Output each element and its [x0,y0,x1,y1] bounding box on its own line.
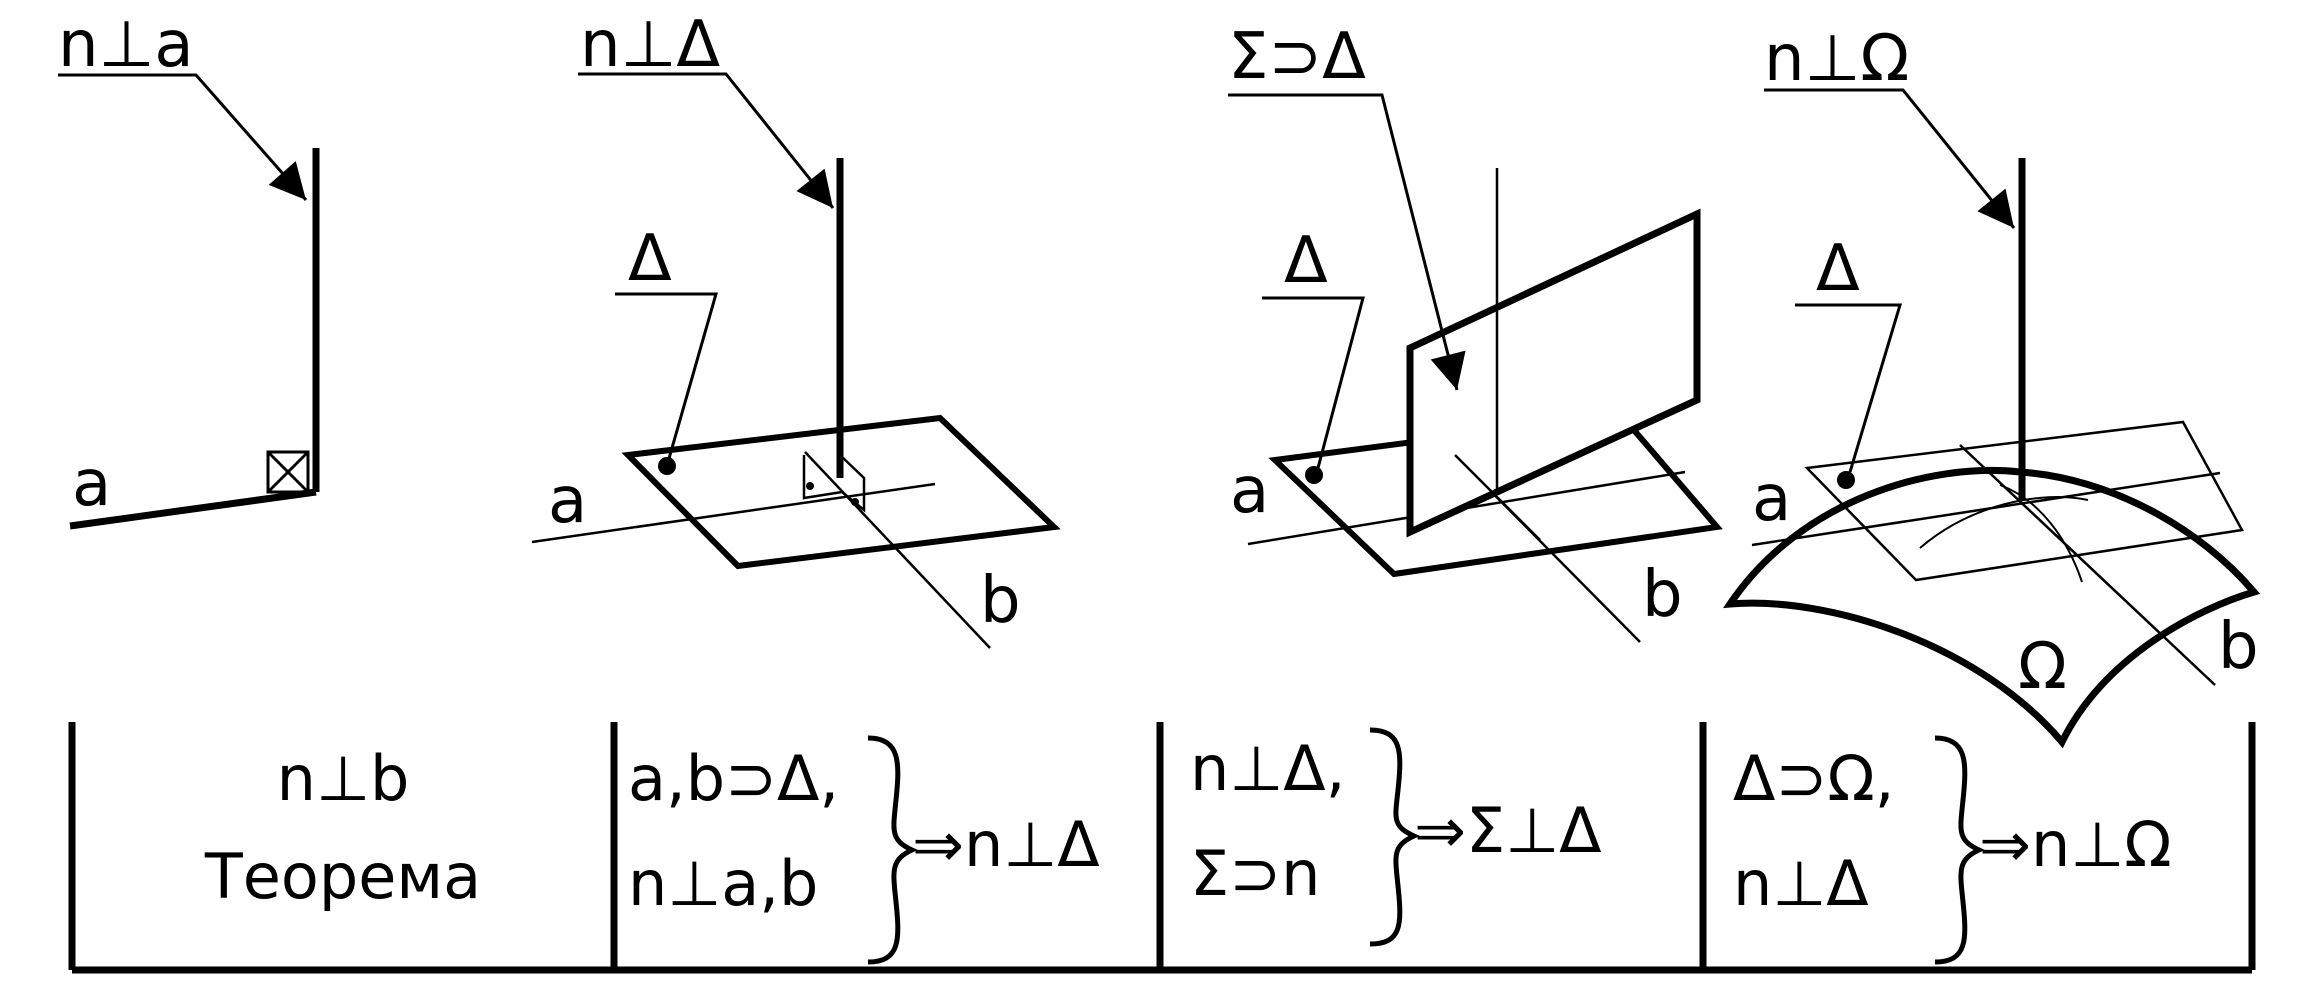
cell-result: ⇒n⊥Ω [1979,808,2172,881]
line-a [531,482,936,544]
cell-line-1: n⊥Δ, [1190,732,1345,805]
panel-2: n⊥Δ Δ a b [531,8,1061,649]
plane-label: Δ [1284,224,1328,298]
plane-sigma [1406,208,1701,538]
surface-curve [1999,484,2083,583]
callout-label: Σ⊃Δ [1228,20,1366,94]
cell-line-1: a,b⊃Δ, [628,742,839,815]
table-cell-4: Δ⊃Ω, n⊥Δ ⇒n⊥Ω [1733,735,2172,965]
cell-line-1: Δ⊃Ω, [1733,742,1894,815]
cell-line-2: n⊥Δ [1733,847,1869,920]
cell-line-2: Σ⊃n [1190,837,1320,910]
plane-label: Δ [1816,232,1860,306]
surface-label: Ω [2018,630,2067,704]
plane-delta [621,414,1061,570]
plane-point [1305,466,1323,484]
cell-line-2: n⊥a,b [628,847,818,920]
label-a: a [1752,462,1791,536]
panel-1: n⊥a a [58,8,320,530]
plane-leader [615,292,718,463]
marker-dot [806,482,814,490]
panel-4: n⊥Ω Δ a b Ω [1723,22,2261,749]
callout-label: n⊥a [58,8,194,82]
plane-leader [1795,303,1903,473]
label-a: a [1230,454,1269,528]
plane-point [1837,471,1855,489]
curly-brace [1934,735,1986,965]
table-cell-3: n⊥Δ, Σ⊃n ⇒Σ⊥Δ [1190,727,1602,947]
plane-point [658,457,676,475]
cell-line-2: Теорема [204,840,481,913]
table-cell-2: a,b⊃Δ, n⊥a,b ⇒n⊥Δ [628,735,1100,965]
theorem-table: n⊥b Теорема a,b⊃Δ, n⊥a,b ⇒n⊥Δ n⊥Δ, Σ⊃n ⇒… [68,722,2256,974]
callout-leader [1764,88,2016,229]
panel-3: Σ⊃Δ Δ a b [1228,20,1723,643]
callout-label: n⊥Ω [1764,22,1909,96]
curly-brace [867,735,919,965]
callout-leader [578,72,835,209]
label-b: b [980,564,1021,638]
label-b: b [2218,610,2259,684]
line-b [804,451,991,649]
label-a: a [72,447,111,521]
marker-dot [851,498,859,506]
callout-leader [1228,93,1466,391]
cell-result: ⇒n⊥Δ [912,808,1100,881]
plane-leader [1262,296,1365,469]
callout-leader [58,73,308,201]
cell-result: ⇒Σ⊥Δ [1414,794,1602,867]
plane-delta [1804,420,2244,582]
callout-label: n⊥Δ [580,8,720,82]
surface-omega [1723,466,2261,749]
cell-line-1: n⊥b [277,742,410,815]
label-b: b [1642,558,1683,632]
table-cell-1: n⊥b Теорема [204,742,481,913]
curly-brace [1369,727,1421,947]
label-a: a [548,464,587,538]
surface-curve [1919,496,2089,549]
line-a [69,488,317,530]
right-angle-marker [266,450,310,494]
line-b-inside [1454,454,1541,541]
plane-label: Δ [628,222,672,296]
